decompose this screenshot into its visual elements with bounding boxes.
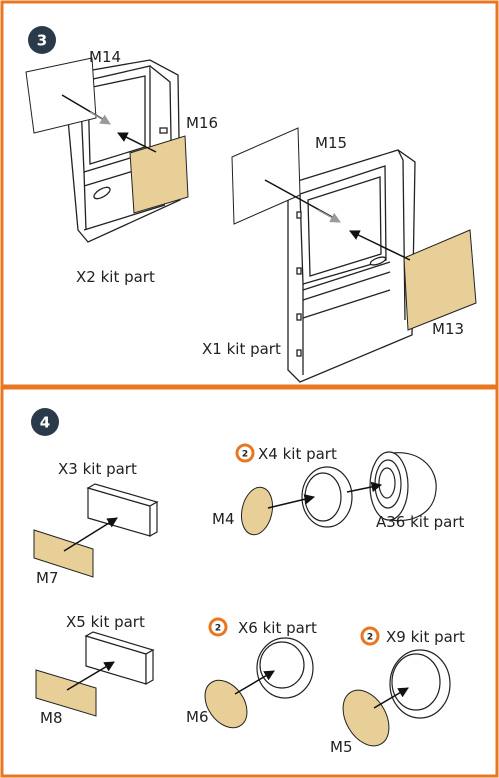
side-warning-badge-icon — [208, 617, 228, 637]
m5-mask — [342, 689, 390, 747]
x2-door-handle — [93, 186, 111, 200]
step-badge-icon — [28, 26, 56, 54]
step-badge-icon — [31, 408, 59, 436]
x5-kit-part — [84, 631, 155, 686]
label-m13: M13 — [432, 320, 464, 338]
label-m8: M8 — [40, 709, 63, 727]
label-x5-kit-part: X5 kit part — [66, 613, 145, 631]
x4-ring-part — [301, 466, 353, 528]
m14-arrow-head — [89, 111, 111, 125]
x9-ring-part — [389, 649, 451, 719]
label-x2-kit-part: X2 kit part — [76, 268, 155, 286]
m14-mask-sheet — [25, 57, 97, 134]
m13-arrow — [349, 230, 411, 261]
label-m4: M4 — [212, 510, 235, 528]
m15-arrow-head — [317, 209, 341, 223]
x4-side-badge: 2 — [235, 443, 255, 463]
x4-badge-number: 2 — [242, 450, 248, 460]
m16-arrow — [117, 132, 157, 153]
x6-ring-part — [256, 637, 314, 699]
label-x9-kit-part: X9 kit part — [386, 628, 465, 646]
label-x1-kit-part: X1 kit part — [202, 340, 281, 358]
m8-mask — [35, 669, 97, 717]
a36-kit-part — [369, 451, 437, 522]
m4-arrow — [267, 494, 316, 509]
m8-arrow — [66, 661, 115, 691]
x9-badge-number: 2 — [367, 633, 373, 643]
side-warning-badge-icon — [360, 626, 380, 646]
x6-badge-number: 2 — [215, 624, 221, 634]
label-m5: M5 — [330, 738, 353, 756]
x6-side-badge: 2 — [208, 617, 228, 637]
label-m7: M7 — [36, 569, 59, 587]
m16-mask — [129, 135, 189, 214]
m13-mask — [403, 229, 477, 331]
m15-mask-sheet — [231, 127, 301, 225]
x1-door-handle — [369, 256, 387, 266]
label-m16: M16 — [186, 114, 218, 132]
m5-arrow — [373, 687, 409, 709]
m4-mask — [241, 486, 273, 536]
x3-kit-part — [86, 483, 159, 538]
step4-number: 4 — [40, 414, 50, 432]
step3-badge: 3 — [28, 26, 56, 54]
x9-side-badge: 2 — [360, 626, 380, 646]
label-m14: M14 — [89, 48, 121, 66]
x4-to-a36-arrow — [346, 481, 383, 493]
step3-number: 3 — [37, 32, 47, 50]
m6-arrow — [234, 670, 275, 695]
m6-mask — [204, 679, 248, 729]
m7-arrow — [63, 517, 118, 552]
label-m15: M15 — [315, 134, 347, 152]
label-x3-kit-part: X3 kit part — [58, 460, 137, 478]
label-x4-kit-part: X4 kit part — [258, 445, 337, 463]
label-m6: M6 — [186, 708, 209, 726]
step4-badge: 4 — [31, 408, 59, 436]
x1-door-part — [287, 149, 416, 383]
side-warning-badge-icon — [235, 443, 255, 463]
label-a36-kit-part: A36 kit part — [376, 513, 465, 531]
m7-mask — [33, 529, 94, 578]
label-x6-kit-part: X6 kit part — [238, 619, 317, 637]
